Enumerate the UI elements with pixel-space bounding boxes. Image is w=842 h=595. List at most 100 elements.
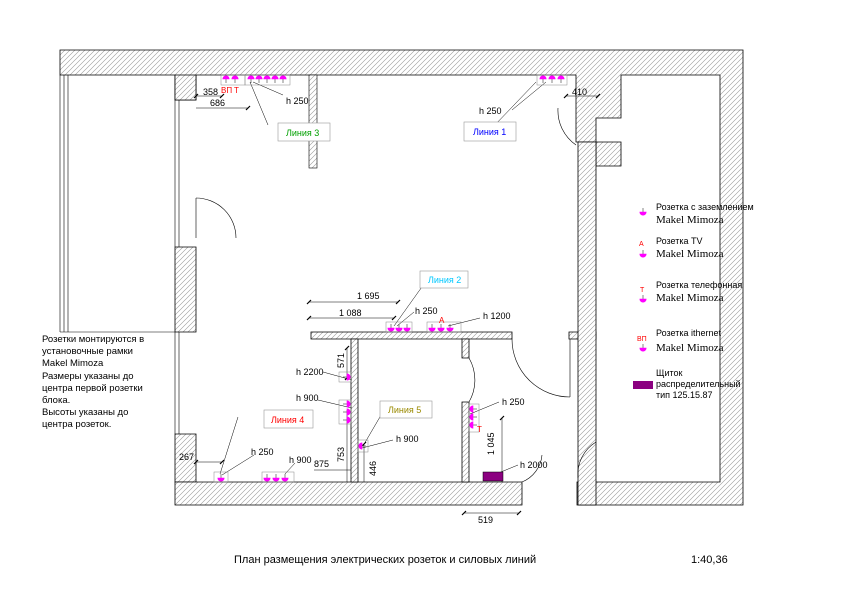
line-tag-1-label: Линия 1: [473, 127, 506, 137]
socket-icon: [263, 474, 271, 482]
socket-icon: [639, 250, 647, 258]
line-tag-4: Линия 4: [263, 409, 314, 429]
legend-item-phone-mark: Т: [640, 287, 645, 294]
legend-panel-line3: тип 125.15.87: [656, 390, 713, 400]
legend-item-tv-brand: Makel Mimoza: [656, 248, 724, 260]
dimension-labels: 358 686 410 1 695 1 088 267 875 519 571 …: [179, 87, 587, 525]
line-tag-5: Линия 5: [379, 400, 433, 419]
dimension-lines: [196, 95, 598, 514]
legend-item-grounded-brand: Makel Mimoza: [656, 214, 724, 226]
socket-icon: [548, 75, 556, 83]
mark-a-mid: А: [439, 316, 445, 325]
line-tag-2-label: Линия 2: [428, 275, 461, 285]
height-top-right: h 250: [479, 106, 502, 116]
socket-icon: [247, 75, 255, 83]
socket-icon: [639, 208, 647, 216]
socket-icon: [539, 75, 547, 83]
dim-267: 267: [179, 452, 194, 462]
note-line: установочные рамки: [42, 346, 133, 358]
socket-icon: [639, 295, 647, 303]
legend-panel-line1: Щиток: [656, 368, 682, 378]
legend-item-phone: Т Розетка телефонная Makel Mimoza: [639, 280, 742, 304]
line-tag-3: Линия 3: [277, 122, 331, 142]
line-tag-3-label: Линия 3: [286, 128, 319, 138]
dim-446: 446: [368, 461, 378, 476]
line-tag-2: Линия 2: [419, 270, 469, 289]
socket-icon: [281, 474, 289, 482]
dim-1088: 1 088: [339, 308, 362, 318]
legend-item-ethernet-label: Розетка ithernet: [656, 328, 722, 338]
mark-t-top: Т: [234, 86, 239, 95]
socket-frames: [213, 74, 568, 483]
dim-686: 686: [210, 98, 225, 108]
dim-753: 753: [336, 447, 346, 462]
plan-scale: 1:40,36: [691, 554, 728, 566]
height-mid-1200: h 1200: [483, 311, 511, 321]
sockets-layer: [217, 75, 565, 482]
socket-icon: [446, 324, 454, 332]
mark-vp-top: ВП: [221, 86, 232, 95]
note-line: Makel Mimoza: [42, 358, 104, 370]
socket-icon: [387, 324, 395, 332]
height-mid-250: h 250: [415, 306, 438, 316]
dim-410: 410: [572, 87, 587, 97]
note-line: Высоты указаны до: [42, 407, 129, 419]
legend-panel-line2: распределительный: [656, 379, 741, 389]
socket-icon: [469, 421, 477, 429]
legend-item-phone-brand: Makel Mimoza: [656, 292, 724, 304]
socket-icon: [395, 324, 403, 332]
walls: [59, 49, 744, 506]
legend-item-ethernet-brand: Makel Mimoza: [656, 342, 724, 354]
height-2000: h 2000: [520, 460, 548, 470]
dim-1045: 1 045: [486, 432, 496, 455]
note-line: центра розеток.: [42, 419, 112, 431]
legend-item-phone-label: Розетка телефонная: [656, 280, 742, 290]
height-top-left: h 250: [286, 96, 309, 106]
plan-title: План размещения электрических розеток и …: [234, 554, 537, 566]
socket-icon: [255, 75, 263, 83]
legend-item-tv-mark: А: [639, 241, 644, 248]
legend: Розетка с заземлением Makel Mimoza А Роз…: [633, 202, 754, 400]
socket-icon: [639, 344, 647, 352]
dim-519: 519: [478, 515, 493, 525]
line-tag-5-label: Линия 5: [388, 405, 421, 415]
dim-571: 571: [336, 353, 346, 368]
socket-icon: [217, 474, 225, 482]
line-tags: Линия 1 Линия 2 Линия 3 Линия 4 Линия 5: [263, 121, 517, 429]
right-wall: [577, 141, 597, 506]
socket-icon: [469, 405, 477, 413]
line-tag-4-label: Линия 4: [271, 415, 304, 425]
mark-t-right: Т: [477, 425, 482, 434]
legend-item-ethernet-mark: ВП: [637, 336, 647, 343]
height-900-left: h 900: [296, 393, 319, 403]
note-line: центра первой розетки: [42, 382, 143, 394]
doors: [195, 107, 597, 483]
dim-358: 358: [203, 87, 218, 97]
socket-icon: [272, 474, 280, 482]
legend-item-tv: А Розетка TV Makel Mimoza: [639, 236, 724, 260]
legend-panel-swatch: [633, 381, 653, 389]
socket-icon: [437, 324, 445, 332]
note-line: Размеры указаны до: [42, 370, 134, 382]
height-2200: h 2200: [296, 367, 324, 377]
socket-icon: [557, 75, 565, 83]
socket-icon: [271, 75, 279, 83]
legend-item-grounded: Розетка с заземлением Makel Mimoza: [639, 202, 754, 226]
line-tag-1: Линия 1: [463, 121, 517, 142]
height-bottom-900: h 900: [289, 455, 312, 465]
legend-item-tv-label: Розетка TV: [656, 236, 703, 246]
legend-item-panel: Щиток распределительный тип 125.15.87: [633, 368, 741, 400]
socket-icon: [358, 442, 366, 450]
legend-item-ethernet: ВП Розетка ithernet Makel Mimoza: [637, 328, 724, 354]
note-line: Розетки монтируются в: [42, 334, 145, 345]
socket-icon: [343, 373, 351, 381]
socket-icon: [469, 413, 477, 421]
dim-875: 875: [314, 459, 329, 469]
socket-icon: [343, 416, 351, 424]
windows: [59, 75, 180, 434]
column: [308, 74, 318, 169]
socket-icon: [279, 75, 287, 83]
socket-icon: [403, 324, 411, 332]
legend-item-grounded-label: Розетка с заземлением: [656, 202, 754, 212]
